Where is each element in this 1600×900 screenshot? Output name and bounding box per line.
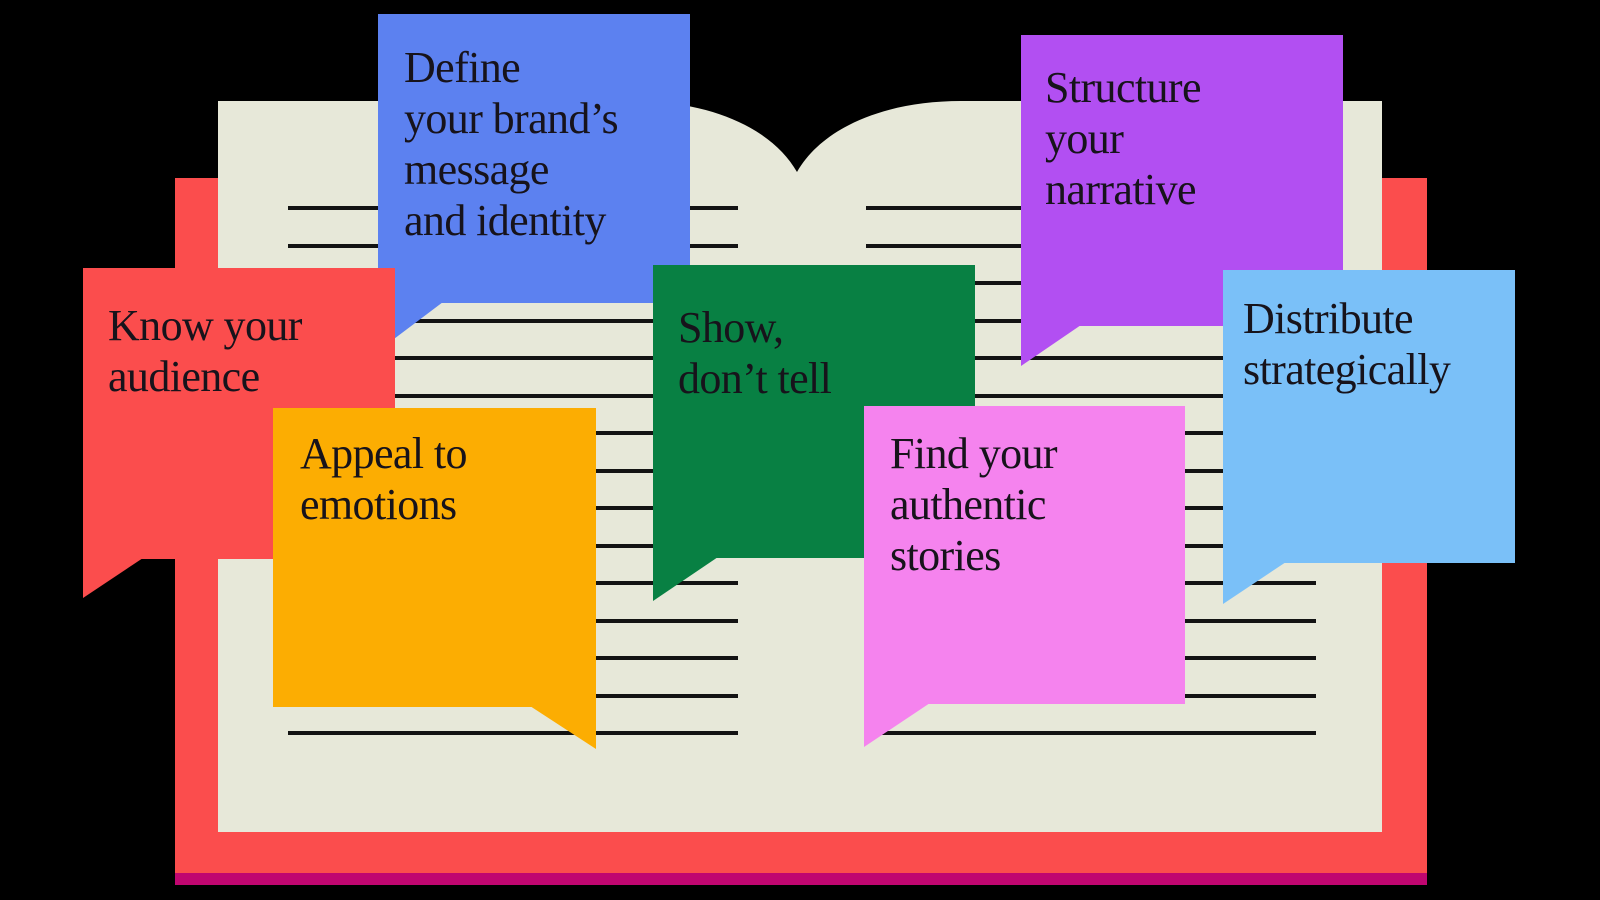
bubble-define-brand-message: Define your brand’s message and identity [378,14,690,351]
bubble-label: Find your authentic stories [890,429,1058,580]
bubble-label: Distribute strategically [1243,294,1451,394]
bubble-body [378,14,690,303]
book-bottom-strip [175,873,1427,885]
bubble-body [864,406,1185,704]
bubble-label: Appeal to emotions [300,429,467,529]
bubble-appeal-to-emotions: Appeal to emotions [273,408,596,749]
bubble-label: Know your audience [108,301,302,401]
bubble-distribute-strategically: Distribute strategically [1223,270,1515,604]
bubble-label: Show, don’t tell [678,303,832,403]
bubble-label: Structure your narrative [1045,63,1201,214]
bubble-label: Define your brand’s message and identity [404,43,619,245]
bubble-find-authentic-stories: Find your authentic stories [864,406,1185,747]
